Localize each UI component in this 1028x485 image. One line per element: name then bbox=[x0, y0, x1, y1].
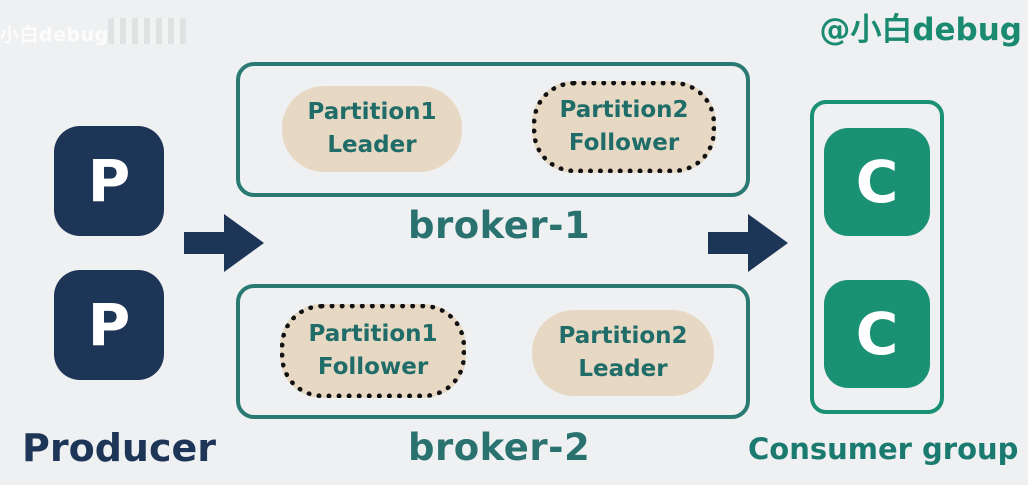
broker-2-label: broker-2 bbox=[408, 426, 591, 469]
broker-1-box: Partition1 Leader Partition2 Follower bbox=[236, 62, 750, 197]
partition-role: Leader bbox=[327, 132, 417, 158]
producer-letter: P bbox=[87, 147, 131, 215]
partition-role: Follower bbox=[568, 130, 680, 156]
partition-name: Partition2 bbox=[558, 323, 688, 349]
partition-name: Partition2 bbox=[559, 97, 689, 123]
partition2-follower: Partition2 Follower bbox=[532, 81, 716, 173]
consumer-box-2: C bbox=[824, 280, 930, 388]
arrow-right-icon bbox=[708, 214, 788, 272]
partition-role: Leader bbox=[578, 356, 668, 382]
producer-box-1: P bbox=[54, 126, 164, 236]
consumer-box-1: C bbox=[824, 128, 930, 236]
broker-2-box: Partition1 Follower Partition2 Leader bbox=[236, 284, 750, 419]
producer-label: Producer bbox=[22, 426, 216, 470]
partition-name: Partition1 bbox=[307, 99, 437, 125]
partition-role: Follower bbox=[317, 354, 429, 380]
partition1-follower: Partition1 Follower bbox=[280, 304, 466, 398]
broker-1-label: broker-1 bbox=[408, 204, 591, 247]
consumer-letter: C bbox=[855, 300, 899, 368]
producer-letter: P bbox=[87, 291, 131, 359]
watermark-top-right: @小白debug bbox=[819, 12, 1022, 48]
consumer-letter: C bbox=[855, 148, 899, 216]
partition2-leader: Partition2 Leader bbox=[532, 310, 714, 396]
watermark-top-left: 小白debug bbox=[0, 24, 109, 46]
blurred-watermark bbox=[108, 18, 186, 44]
consumer-group-label: Consumer group bbox=[748, 432, 1019, 466]
partition1-leader: Partition1 Leader bbox=[282, 86, 462, 172]
partition-name: Partition1 bbox=[308, 321, 438, 347]
arrow-right-icon bbox=[184, 214, 264, 272]
producer-box-2: P bbox=[54, 270, 164, 380]
consumer-group-box bbox=[810, 100, 944, 414]
